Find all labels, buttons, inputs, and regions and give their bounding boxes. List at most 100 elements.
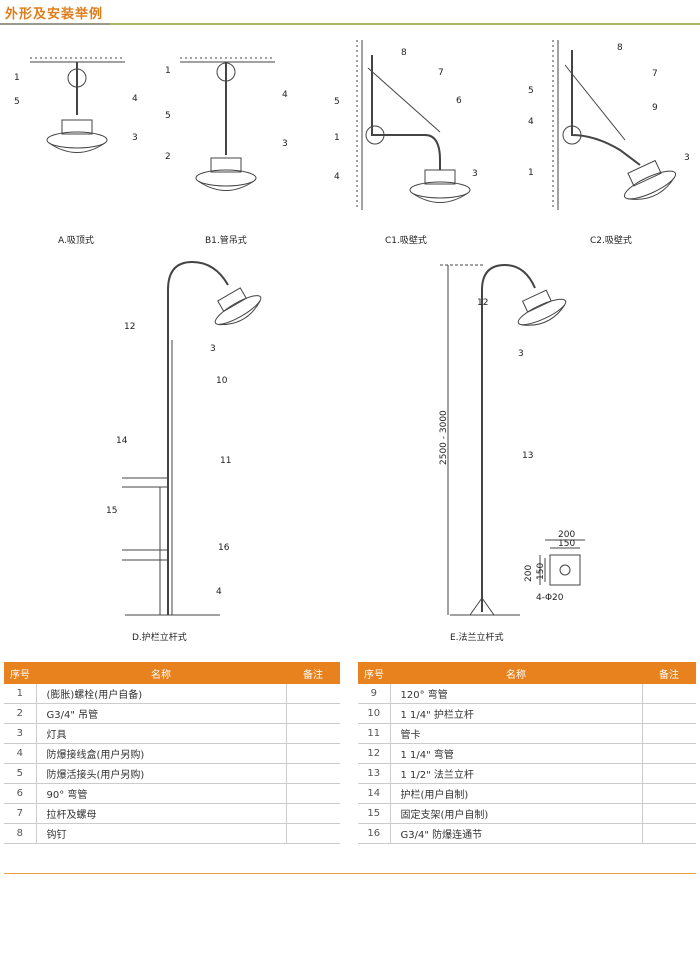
junction-box-c1	[365, 125, 385, 145]
part-remark	[642, 684, 696, 704]
callout: 5	[334, 97, 340, 107]
caption-c1: C1.吸壁式	[385, 234, 427, 246]
part-remark	[642, 803, 696, 824]
part-remark	[642, 823, 696, 844]
part-number: 8	[4, 823, 37, 844]
flange-dim: 150	[558, 539, 575, 549]
pipe-c2	[571, 50, 641, 166]
callout: 3	[684, 153, 690, 163]
callout: 10	[216, 376, 228, 386]
part-remark	[286, 763, 340, 784]
part-name: 1 1/4" 护栏立杆	[390, 703, 643, 724]
part-name: 防爆接线盒(用户另购)	[36, 743, 287, 764]
flange-holes: 4-Φ20	[536, 593, 564, 603]
part-number: 5	[4, 763, 37, 784]
header-no: 序号	[358, 662, 390, 684]
callout: 6	[456, 96, 462, 106]
part-remark	[642, 703, 696, 724]
part-remark	[286, 823, 340, 844]
callout: 4	[282, 90, 288, 100]
callout: 9	[652, 103, 658, 113]
table-row: 1(膨胀)螺栓(用户自备)	[4, 684, 340, 704]
callout: 15	[106, 506, 117, 516]
wall-c2	[552, 40, 559, 210]
callout: 2	[165, 152, 171, 162]
part-name: 固定支架(用户自制)	[390, 803, 643, 824]
callout: 5	[14, 97, 20, 107]
part-name: 钩钉	[36, 823, 287, 844]
part-name: 灯具	[36, 723, 287, 744]
callout: 11	[220, 456, 231, 466]
footer-divider	[4, 873, 696, 874]
part-number: 12	[358, 743, 391, 764]
guardrail-d	[122, 477, 168, 615]
caption-d: D.护栏立杆式	[132, 631, 187, 643]
callout: 5	[528, 86, 534, 96]
part-number: 11	[358, 723, 391, 744]
part-name: 1 1/2" 法兰立杆	[390, 763, 643, 784]
part-name: 防爆活接头(用户另购)	[36, 763, 287, 784]
lamp-c2	[623, 159, 677, 200]
caption-b1: B1.管吊式	[205, 234, 247, 246]
header-name: 名称	[36, 662, 286, 684]
tie-rod-c2	[564, 64, 626, 141]
part-remark	[286, 743, 340, 764]
callout: 7	[438, 68, 444, 78]
part-name: 拉杆及螺母	[36, 803, 287, 824]
pole-d	[167, 260, 229, 615]
callout: 4	[132, 94, 138, 104]
header-name: 名称	[390, 662, 642, 684]
lamp-d	[214, 287, 262, 326]
part-name: G3/4" 防爆连通节	[390, 823, 643, 844]
callout: 1	[528, 168, 534, 178]
part-number: 9	[358, 684, 391, 704]
part-number: 1	[4, 684, 37, 704]
part-name: 管卡	[390, 723, 643, 744]
callout: 3	[518, 349, 524, 359]
tie-rod-c1	[367, 67, 441, 133]
part-remark	[286, 783, 340, 804]
part-number: 3	[4, 723, 37, 744]
flange-dim: 200	[558, 530, 575, 540]
ceiling-b1	[180, 57, 275, 63]
junction-box-c2	[562, 125, 582, 145]
title-underline-accent	[0, 23, 110, 25]
caption-e: E.法兰立杆式	[450, 631, 504, 643]
part-name: 1 1/4" 弯管	[390, 743, 643, 764]
callout: 1	[165, 66, 171, 76]
callout: 8	[617, 43, 623, 53]
part-remark	[286, 703, 340, 724]
title-underline	[0, 23, 700, 25]
ceiling-a	[30, 57, 125, 63]
part-number: 16	[358, 823, 391, 844]
callout: 5	[165, 111, 171, 121]
callout: 14	[116, 436, 128, 446]
callout: 1	[14, 73, 20, 83]
part-name: 120° 弯管	[390, 684, 643, 704]
callout: 3	[210, 344, 216, 354]
callout: 3	[472, 169, 478, 179]
part-remark	[642, 743, 696, 764]
callout: 8	[401, 48, 407, 58]
header-no: 序号	[4, 662, 36, 684]
part-name: G3/4" 吊管	[36, 703, 287, 724]
lamp-a	[46, 119, 108, 153]
part-number: 13	[358, 763, 391, 784]
part-remark	[286, 803, 340, 824]
callout: 4	[528, 117, 534, 127]
